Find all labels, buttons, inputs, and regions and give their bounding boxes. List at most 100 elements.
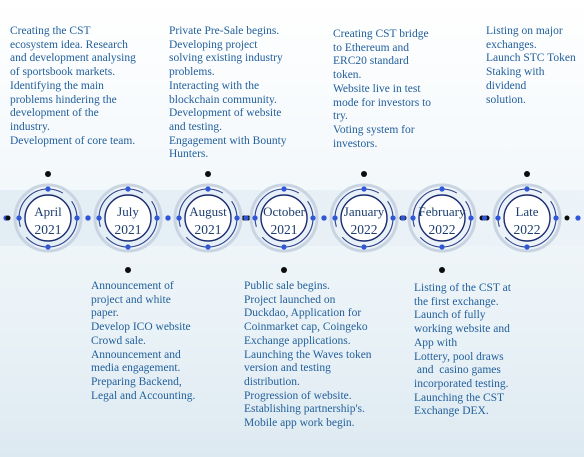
description-line: Launching the CST [414,391,505,404]
description-line: Legal and Accounting. [91,389,196,402]
description-line: Website live in test [333,82,421,95]
node-accent-dot [524,186,530,192]
milestone-description-late-2022: Listing on major exchanges. Launch STC T… [486,25,584,107]
node-outer-ring [492,183,562,253]
milestone-description-february-2022: Listing of the CST at the first exchange… [414,282,511,419]
stem-dot [361,171,367,177]
node-inner-ring [24,194,72,242]
node-accent-dot [176,215,182,221]
milestone-description-july-2021: Announcement of project and white paper.… [91,280,195,403]
description-line: Launching the Waves token [244,348,372,361]
node-accent-dot [252,215,258,221]
node-accent-dot [439,186,445,192]
stem-dot [125,267,131,273]
description-line: Identifying the main [10,79,104,92]
description-line: investors. [333,137,378,150]
description-line: problems. [169,66,215,79]
description-line: Develop ICO website [91,321,191,334]
description-line: to Ethereum and [333,41,410,54]
description-line: solving existing industry [169,52,283,65]
node-inner-ring [184,194,232,242]
node-accent-dot [125,244,131,250]
milestone-description-january-2022: Creating CST bridge to Ethereum and ERC2… [333,28,431,151]
description-line: Voting system for [333,123,415,136]
node-accent-dot [495,215,501,221]
description-line: paper. [91,307,119,320]
node-accent-dot [16,215,22,221]
node-accent-dot [524,244,530,250]
node-accent-dot [281,244,287,250]
description-line: Establishing partnership's. [244,403,365,416]
description-line: Staking with dividend [486,66,545,92]
description-line: and development analysing [10,52,136,65]
node-outer-ring [329,183,399,253]
milestone-month: October [263,204,306,219]
description-line: distribution. [244,375,300,388]
node-accent-dot [553,215,559,221]
milestone-year: 2022 [514,222,541,237]
milestone-description-april-2021: Creating the CST ecosystem idea. Researc… [10,25,136,148]
description-line: Engagement with Bounty [169,134,287,147]
node-accent-dot [361,186,367,192]
milestone-year: 2021 [115,222,142,237]
axis-dot [85,215,91,221]
node-accent-dot [390,215,396,221]
description-line: Launch STC Token [486,52,576,65]
node-outer-ring [173,183,243,253]
description-line: version and testing [244,362,331,375]
milestone-month: April [34,204,62,219]
node-outer-ring [13,183,83,253]
description-line: Crowd sale. [91,334,146,347]
axis-dot [243,215,249,221]
description-line: Creating the CST [10,25,91,37]
description-line: Interacting with the [169,79,260,92]
node-inner-ring [260,194,308,242]
stem-dot [281,267,287,273]
description-line: Announcement of [91,280,174,292]
node-accent-dot [205,186,211,192]
description-line: Development of website [169,107,282,120]
stem-dot [439,267,445,273]
description-line: Project launched on [244,293,336,306]
node-accent-dot [45,186,51,192]
description-line: the first exchange. [414,295,499,308]
description-line: exchanges. [486,38,537,51]
description-line: Hunters. [169,148,209,161]
description-line: Exchange applications. [244,334,351,347]
node-accent-dot [74,215,80,221]
description-line: Developing project [169,38,258,51]
description-line: incorporated testing. [414,377,509,390]
node-inner-ring [104,194,152,242]
description-line: Creating CST bridge [333,28,429,40]
description-line: Public sale begins. [244,280,330,292]
description-line: and testing. [169,120,223,133]
node-accent-dot [234,215,240,221]
milestone-year: 2022 [351,222,378,237]
node-outer-ring [93,183,163,253]
milestone-year: 2021 [195,222,222,237]
node-inner-ring [340,194,388,242]
axis-dot [400,215,406,221]
milestone-month: January [344,204,385,219]
node-accent-dot [154,215,160,221]
description-line: Listing of the CST at [414,282,511,294]
node-outer-ring [407,183,477,253]
node-accent-dot [310,215,316,221]
axis-dot [5,215,11,221]
milestone-description-october-2021: Public sale begins. Project launched on … [244,280,372,431]
node-accent-dot [332,215,338,221]
node-accent-dot [281,186,287,192]
milestone-year: 2021 [271,222,298,237]
description-line: Exchange DEX. [414,405,489,418]
node-accent-dot [439,244,445,250]
milestone-month: February [419,204,466,219]
milestone-month: July [117,204,139,219]
axis-dot [481,215,488,221]
description-line: Preparing Backend, [91,375,182,388]
node-accent-dot [410,215,416,221]
node-accent-dot [125,186,131,192]
description-line: project and white [91,293,171,306]
description-line: Mobile app work begin. [244,417,355,430]
description-line: ERC20 standard [333,55,409,68]
